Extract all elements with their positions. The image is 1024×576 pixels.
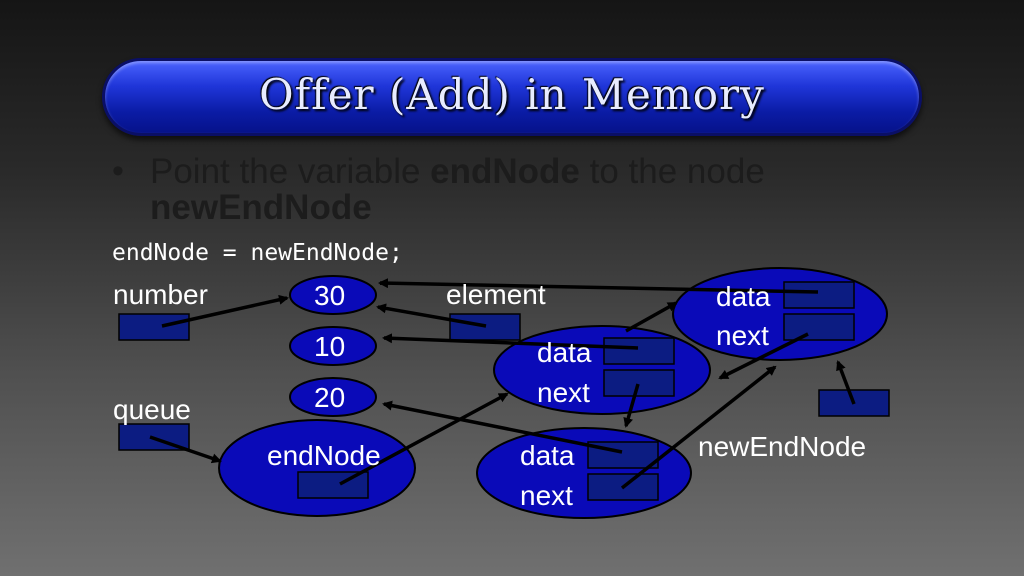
title-bar — [102, 58, 922, 136]
bullet-bold-endnode: endNode — [430, 152, 580, 191]
new-data-label: data — [716, 281, 771, 312]
bullet-middle: to the node — [579, 152, 765, 191]
node-ellipse-bottom — [476, 427, 692, 519]
slide-title: Offer (Add) in Memory — [259, 70, 765, 119]
value-oval-20 — [289, 377, 377, 417]
bottom-data-box — [587, 441, 659, 469]
arrow-middle-next-to-bottom — [623, 383, 640, 428]
value-oval-10 — [289, 326, 377, 366]
value-10: 10 — [314, 331, 346, 362]
number-label: number — [113, 279, 208, 310]
code-line: endNode = newEndNode; — [112, 240, 403, 266]
value-20: 20 — [314, 382, 346, 413]
bullet-prefix: Point the variable — [150, 152, 431, 191]
bullet-bold-newendnode: newEndNode — [150, 188, 372, 227]
arrow-endnode-to-middle — [339, 392, 509, 486]
arrow-middle-next-to-new — [625, 301, 678, 333]
bottom-data-label: data — [520, 440, 575, 471]
number-box — [118, 313, 190, 341]
middle-next-label: next — [537, 377, 590, 408]
node-ellipse-middle — [493, 325, 711, 415]
arrow-new-next-to-middle — [718, 332, 809, 380]
queue-label: queue — [113, 394, 191, 425]
new-data-box — [783, 281, 855, 309]
value-oval-30 — [289, 275, 377, 315]
arrow-newendnode-to-new — [836, 360, 856, 405]
arrow-number-to-30 — [161, 294, 289, 328]
arrow-queue-to-endnode — [149, 435, 222, 464]
bottom-next-label: next — [520, 480, 573, 511]
middle-next-box — [603, 369, 675, 397]
element-label: element — [446, 279, 546, 310]
new-next-label: next — [716, 320, 769, 351]
endnode-label: endNode — [267, 440, 381, 471]
middle-data-label: data — [537, 337, 592, 368]
middle-data-box — [603, 337, 675, 365]
value-30: 30 — [314, 280, 346, 311]
bullet-text: Point the variable endNode to the node ne… — [150, 154, 970, 226]
bullet-icon: • — [112, 152, 124, 190]
arrow-bottom-next-to-new — [620, 365, 777, 490]
arrow-element-to-30 — [376, 303, 487, 328]
arrow-middledata-to-10 — [382, 333, 639, 350]
new-next-box — [783, 313, 855, 341]
arrow-bottomdata-to-20 — [382, 400, 623, 454]
newendnode-box — [818, 389, 890, 417]
arrow-newdata-to-30 — [378, 278, 819, 294]
newendnode-label: newEndNode — [698, 431, 867, 462]
